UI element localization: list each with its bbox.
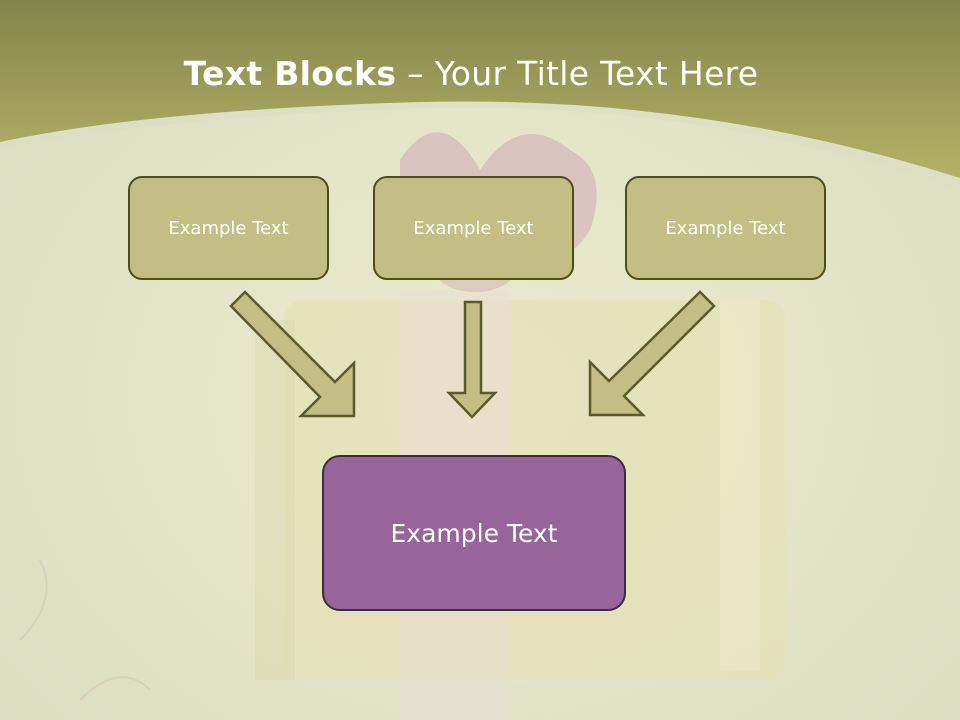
title-separator: –: [396, 54, 435, 93]
main-text-block-label: Example Text: [390, 518, 558, 548]
text-block-2-label: Example Text: [413, 217, 534, 239]
text-block-2: Example Text: [373, 176, 574, 280]
text-block-1-label: Example Text: [168, 217, 289, 239]
text-block-3-label: Example Text: [665, 217, 786, 239]
text-block-1: Example Text: [128, 176, 329, 280]
arrow-left: [229, 290, 356, 418]
main-text-block: Example Text: [322, 455, 626, 611]
title-text: Your Title Text Here: [434, 54, 759, 93]
text-block-3: Example Text: [625, 176, 826, 280]
page-title: Text Blocks – Your Title Text Here: [0, 54, 942, 93]
title-bold: Text Blocks: [183, 54, 397, 93]
arrow-center: [446, 300, 498, 419]
header-band: [0, 0, 960, 190]
arrow-right: [588, 290, 716, 417]
